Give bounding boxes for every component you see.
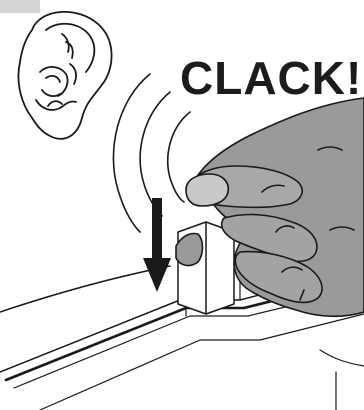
- caption-text: CLACK!: [180, 52, 362, 104]
- ear-icon: [18, 12, 111, 139]
- down-arrow-icon: [143, 198, 171, 292]
- sound-waves-icon: [113, 74, 190, 232]
- corner-tab-icon: [0, 0, 40, 13]
